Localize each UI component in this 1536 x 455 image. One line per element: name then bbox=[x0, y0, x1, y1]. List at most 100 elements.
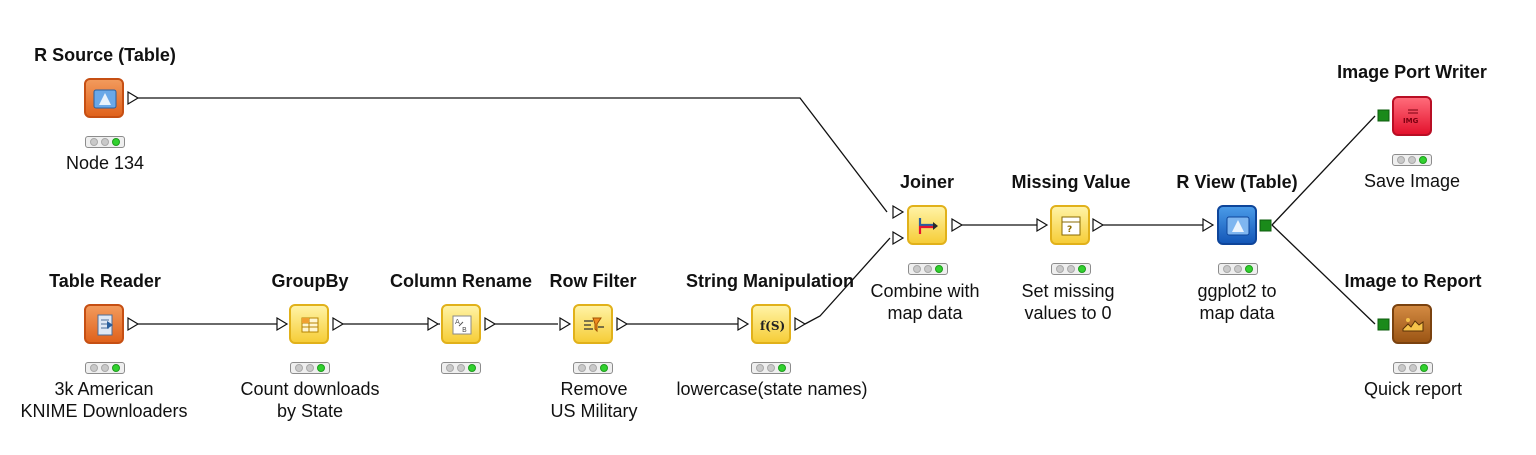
svg-text:A: A bbox=[455, 318, 460, 326]
label-line: KNIME Downloaders bbox=[20, 401, 188, 421]
out-port-missing-value[interactable] bbox=[1092, 217, 1105, 233]
status-dot-yellow bbox=[1408, 364, 1417, 372]
node-label-image-port-writer: Save Image bbox=[1364, 170, 1460, 192]
filter-icon bbox=[584, 317, 604, 333]
out-port-string-manipulation[interactable] bbox=[794, 316, 807, 332]
status-dot-yellow bbox=[456, 364, 465, 372]
node-missing-value[interactable]: ? bbox=[1050, 205, 1090, 245]
status-light-r-source bbox=[85, 136, 125, 148]
in-port-image-port-writer[interactable] bbox=[1377, 109, 1390, 122]
node-string-manipulation[interactable]: f(S) bbox=[751, 304, 791, 344]
label-line: Remove bbox=[560, 379, 628, 399]
label-line: Node 134 bbox=[65, 153, 145, 173]
status-dot-red bbox=[1397, 364, 1406, 372]
node-title-string-manipulation: String Manipulation bbox=[686, 271, 854, 291]
node-title-image-to-report: Image to Report bbox=[1344, 271, 1482, 291]
status-dot-yellow bbox=[100, 364, 109, 372]
label-line: US Military bbox=[550, 401, 638, 421]
status-light-r-view bbox=[1218, 263, 1258, 275]
node-image-port-writer[interactable]: IMG bbox=[1392, 96, 1432, 136]
status-light-image-to-report bbox=[1393, 362, 1433, 374]
image-writer-icon-text: IMG bbox=[1403, 117, 1419, 125]
status-light-groupby bbox=[290, 362, 330, 374]
function-icon-text: f(S) bbox=[760, 319, 785, 333]
status-dot-green bbox=[317, 364, 326, 372]
image-writer-icon: IMG bbox=[1403, 109, 1419, 125]
rename-icon: A B bbox=[452, 315, 472, 335]
status-dot-yellow bbox=[100, 138, 109, 146]
status-light-table-reader bbox=[85, 362, 125, 374]
label-line: Count downloads bbox=[240, 379, 380, 399]
connection-r-view-image-port-writer bbox=[1271, 115, 1376, 226]
status-dot-green bbox=[778, 364, 787, 372]
out-port-row-filter[interactable] bbox=[616, 316, 629, 332]
in-port-missing-value[interactable] bbox=[1036, 217, 1049, 233]
status-dot-red bbox=[1055, 265, 1064, 273]
in-port-joiner-left[interactable] bbox=[892, 204, 905, 220]
status-dot-red bbox=[912, 265, 921, 273]
status-dot-red bbox=[577, 364, 586, 372]
node-column-rename[interactable]: A B bbox=[441, 304, 481, 344]
in-port-r-view[interactable] bbox=[1202, 217, 1215, 233]
in-port-column-rename[interactable] bbox=[427, 316, 440, 332]
node-title-table-reader: Table Reader bbox=[49, 271, 161, 291]
missing-value-icon: ? bbox=[1061, 216, 1081, 236]
report-icon bbox=[1402, 318, 1424, 332]
status-dot-green bbox=[112, 364, 121, 372]
node-title-r-source: R Source (Table) bbox=[34, 45, 176, 65]
node-row-filter[interactable] bbox=[573, 304, 613, 344]
label-line: map data bbox=[887, 303, 963, 323]
status-dot-green bbox=[1420, 364, 1429, 372]
in-port-string-manipulation[interactable] bbox=[737, 316, 750, 332]
status-light-column-rename bbox=[441, 362, 481, 374]
connection-string-manipulation-joiner bbox=[804, 237, 891, 325]
status-dot-red bbox=[755, 364, 764, 372]
in-port-joiner-right[interactable] bbox=[892, 230, 905, 246]
out-port-r-view-image[interactable] bbox=[1259, 219, 1272, 232]
out-port-r-source[interactable] bbox=[127, 90, 140, 106]
label-line: Quick report bbox=[1363, 379, 1463, 399]
node-title-image-port-writer: Image Port Writer bbox=[1337, 62, 1487, 82]
node-joiner[interactable] bbox=[907, 205, 947, 245]
status-light-string-manipulation bbox=[751, 362, 791, 374]
status-light-missing-value bbox=[1051, 263, 1091, 275]
node-r-view[interactable] bbox=[1217, 205, 1257, 245]
in-port-groupby[interactable] bbox=[276, 316, 289, 332]
status-dot-green bbox=[1419, 156, 1428, 164]
node-r-source[interactable] bbox=[84, 78, 124, 118]
status-dot-yellow bbox=[1233, 265, 1242, 273]
status-dot-green bbox=[112, 138, 121, 146]
out-port-joiner[interactable] bbox=[951, 217, 964, 233]
out-port-groupby[interactable] bbox=[332, 316, 345, 332]
out-port-table-reader[interactable] bbox=[127, 316, 140, 332]
status-dot-yellow bbox=[305, 364, 314, 372]
node-title-r-view: R View (Table) bbox=[1176, 172, 1298, 192]
status-dot-green bbox=[935, 265, 944, 273]
node-groupby[interactable] bbox=[289, 304, 329, 344]
status-dot-green bbox=[1245, 265, 1254, 273]
node-image-to-report[interactable] bbox=[1392, 304, 1432, 344]
connection-r-source-joiner bbox=[138, 97, 888, 213]
node-label-image-to-report: Quick report bbox=[1364, 378, 1462, 400]
label-line: by State bbox=[276, 401, 344, 421]
status-dot-red bbox=[294, 364, 303, 372]
connection-r-view-image-to-report bbox=[1271, 224, 1376, 325]
status-light-image-port-writer bbox=[1392, 154, 1432, 166]
status-dot-red bbox=[1396, 156, 1405, 164]
status-dot-red bbox=[89, 138, 98, 146]
node-table-reader[interactable] bbox=[84, 304, 124, 344]
join-icon bbox=[918, 218, 938, 234]
label-line: values to 0 bbox=[1024, 303, 1112, 323]
svg-text:B: B bbox=[462, 326, 467, 334]
in-port-image-to-report[interactable] bbox=[1377, 318, 1390, 331]
status-dot-red bbox=[1222, 265, 1231, 273]
function-icon: f(S) bbox=[760, 319, 785, 333]
in-port-row-filter[interactable] bbox=[559, 316, 572, 332]
out-port-column-rename[interactable] bbox=[484, 316, 497, 332]
label-line: map data bbox=[1199, 303, 1275, 323]
status-light-row-filter bbox=[573, 362, 613, 374]
